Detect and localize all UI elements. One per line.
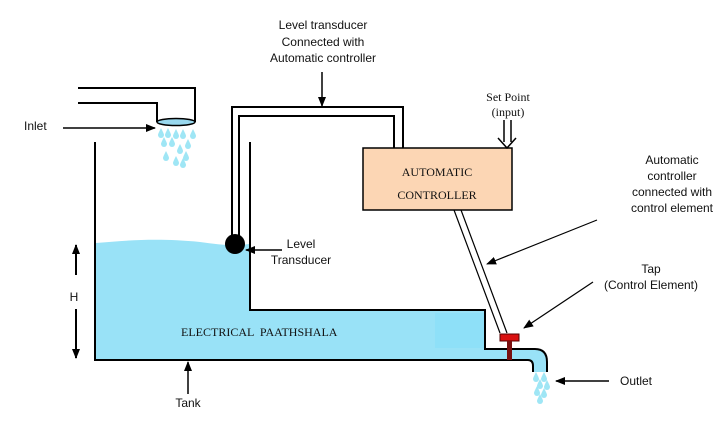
water-shade (435, 313, 485, 348)
outlet-drops-icon (533, 372, 550, 404)
set-point-label-2: (input) (492, 105, 525, 119)
controller-link-label-3: connected with (632, 185, 712, 199)
watermark: ELECTRICAL PAATHSHALA (181, 325, 338, 339)
inlet-drops-icon (158, 128, 196, 168)
sensor-ball-icon (225, 234, 245, 254)
controller-label-1: AUTOMATIC (402, 165, 472, 179)
controller-link-label-2: controller (647, 169, 696, 183)
level-transducer-label-2: Transducer (271, 253, 331, 267)
level-transducer-top-label-2: Connected with (282, 35, 365, 49)
level-transducer-label-1: Level (287, 237, 316, 251)
controller-label-2: CONTROLLER (397, 188, 476, 202)
automatic-controller (362, 147, 513, 211)
transducer-cable (231, 106, 404, 238)
tank-label: Tank (175, 396, 201, 410)
link-arrow (486, 219, 598, 265)
tap-arrow (523, 281, 594, 329)
set-point-label-1: Set Point (486, 90, 530, 104)
level-transducer-top-label-3: Automatic controller (270, 51, 376, 65)
set-point-arrow (497, 120, 517, 150)
inlet-label: Inlet (24, 119, 47, 133)
valve-icon (499, 333, 520, 342)
tank-water (96, 239, 547, 372)
level-transducer-top-label-1: Level transducer (279, 18, 368, 32)
tank-inner-wall (249, 142, 548, 372)
tap-label-1: Tap (641, 262, 661, 276)
controller-link-label-4: control element (631, 201, 714, 215)
inlet-nozzle (156, 117, 196, 127)
tap-label-2: (Control Element) (604, 278, 698, 292)
tank-wall (94, 142, 534, 372)
tap-stem (507, 341, 512, 360)
outlet-label: Outlet (620, 374, 653, 388)
height-label: H (70, 290, 79, 304)
controller-link-label-1: Automatic (645, 153, 698, 167)
inlet-pipe (78, 87, 196, 122)
controller-tap-link (453, 209, 508, 334)
